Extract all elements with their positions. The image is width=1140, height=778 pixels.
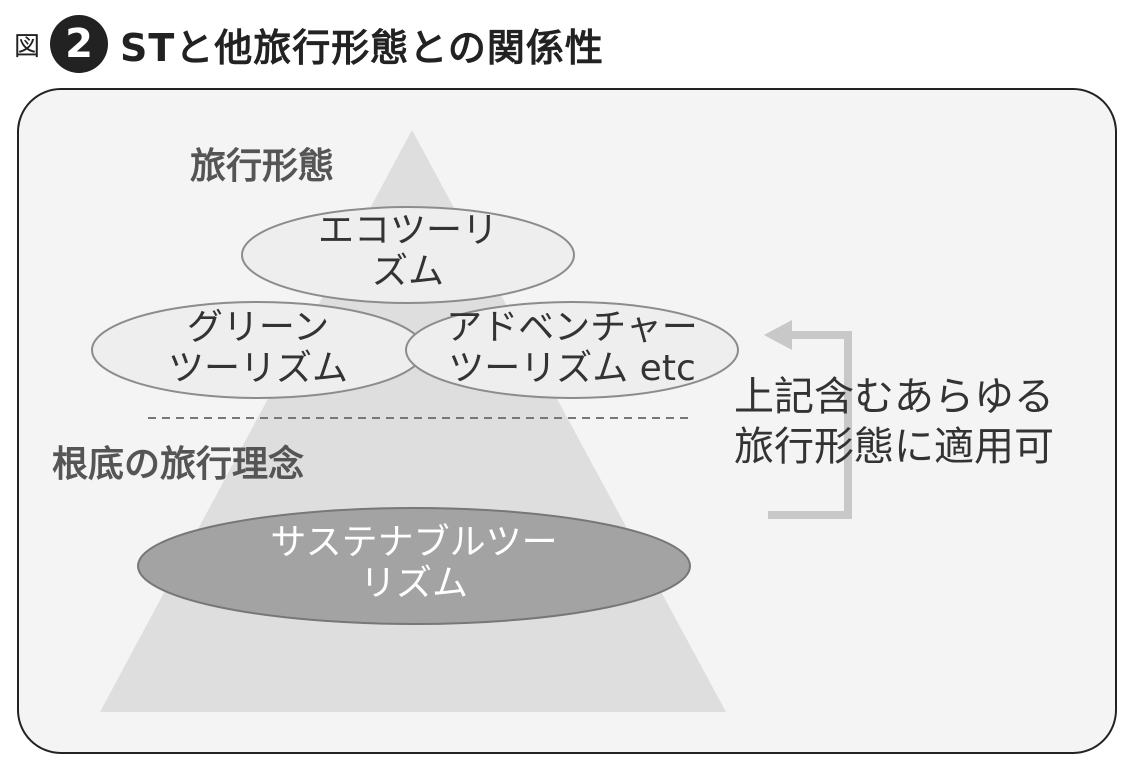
ecotourism-line-2: ズム xyxy=(371,251,444,293)
green-tourism-line-1: グリーン xyxy=(186,307,330,348)
underlying-philosophy-label: 根底の旅行理念 xyxy=(52,444,305,485)
green-tourism-text: グリーン ツーリズム xyxy=(108,307,408,390)
adventure-tourism-text: アドベンチャー ツーリズム etc xyxy=(406,307,738,390)
sustainable-tourism-text: サステナブルツー リズム xyxy=(184,522,644,605)
sustainable-tourism-line-2: リズム xyxy=(359,563,468,605)
ecotourism-line-1: エコツーリ xyxy=(317,210,498,251)
travel-forms-label: 旅行形態 xyxy=(190,146,335,187)
note-line-1: 上記含むあらゆる xyxy=(734,374,1054,420)
green-tourism-line-2: ツーリズム xyxy=(167,348,348,390)
note-line-2: 旅行形態に適用可 xyxy=(734,424,1054,470)
arrow-head xyxy=(764,320,792,350)
figure-label: 図 xyxy=(14,31,41,62)
figure-header: 図 2 STと他旅行形態との関係性 xyxy=(14,8,604,80)
bracket-arrow xyxy=(768,331,852,519)
ellipse-sustainable-tourism xyxy=(137,507,691,625)
ecotourism-text: エコツーリ ズム xyxy=(258,210,558,293)
adventure-tourism-line-2: ツーリズム etc xyxy=(448,348,696,390)
figure-number-badge: 2 xyxy=(50,15,109,73)
ellipse-ecotourism xyxy=(241,206,575,304)
sustainable-tourism-line-1: サステナブルツー xyxy=(270,522,558,563)
ellipse-adventure-tourism xyxy=(405,301,739,399)
adventure-tourism-line-1: アドベンチャー xyxy=(446,307,698,348)
figure-title: STと他旅行形態との関係性 xyxy=(120,25,604,70)
applicability-note: 上記含むあらゆる 旅行形態に適用可 xyxy=(734,372,1054,472)
